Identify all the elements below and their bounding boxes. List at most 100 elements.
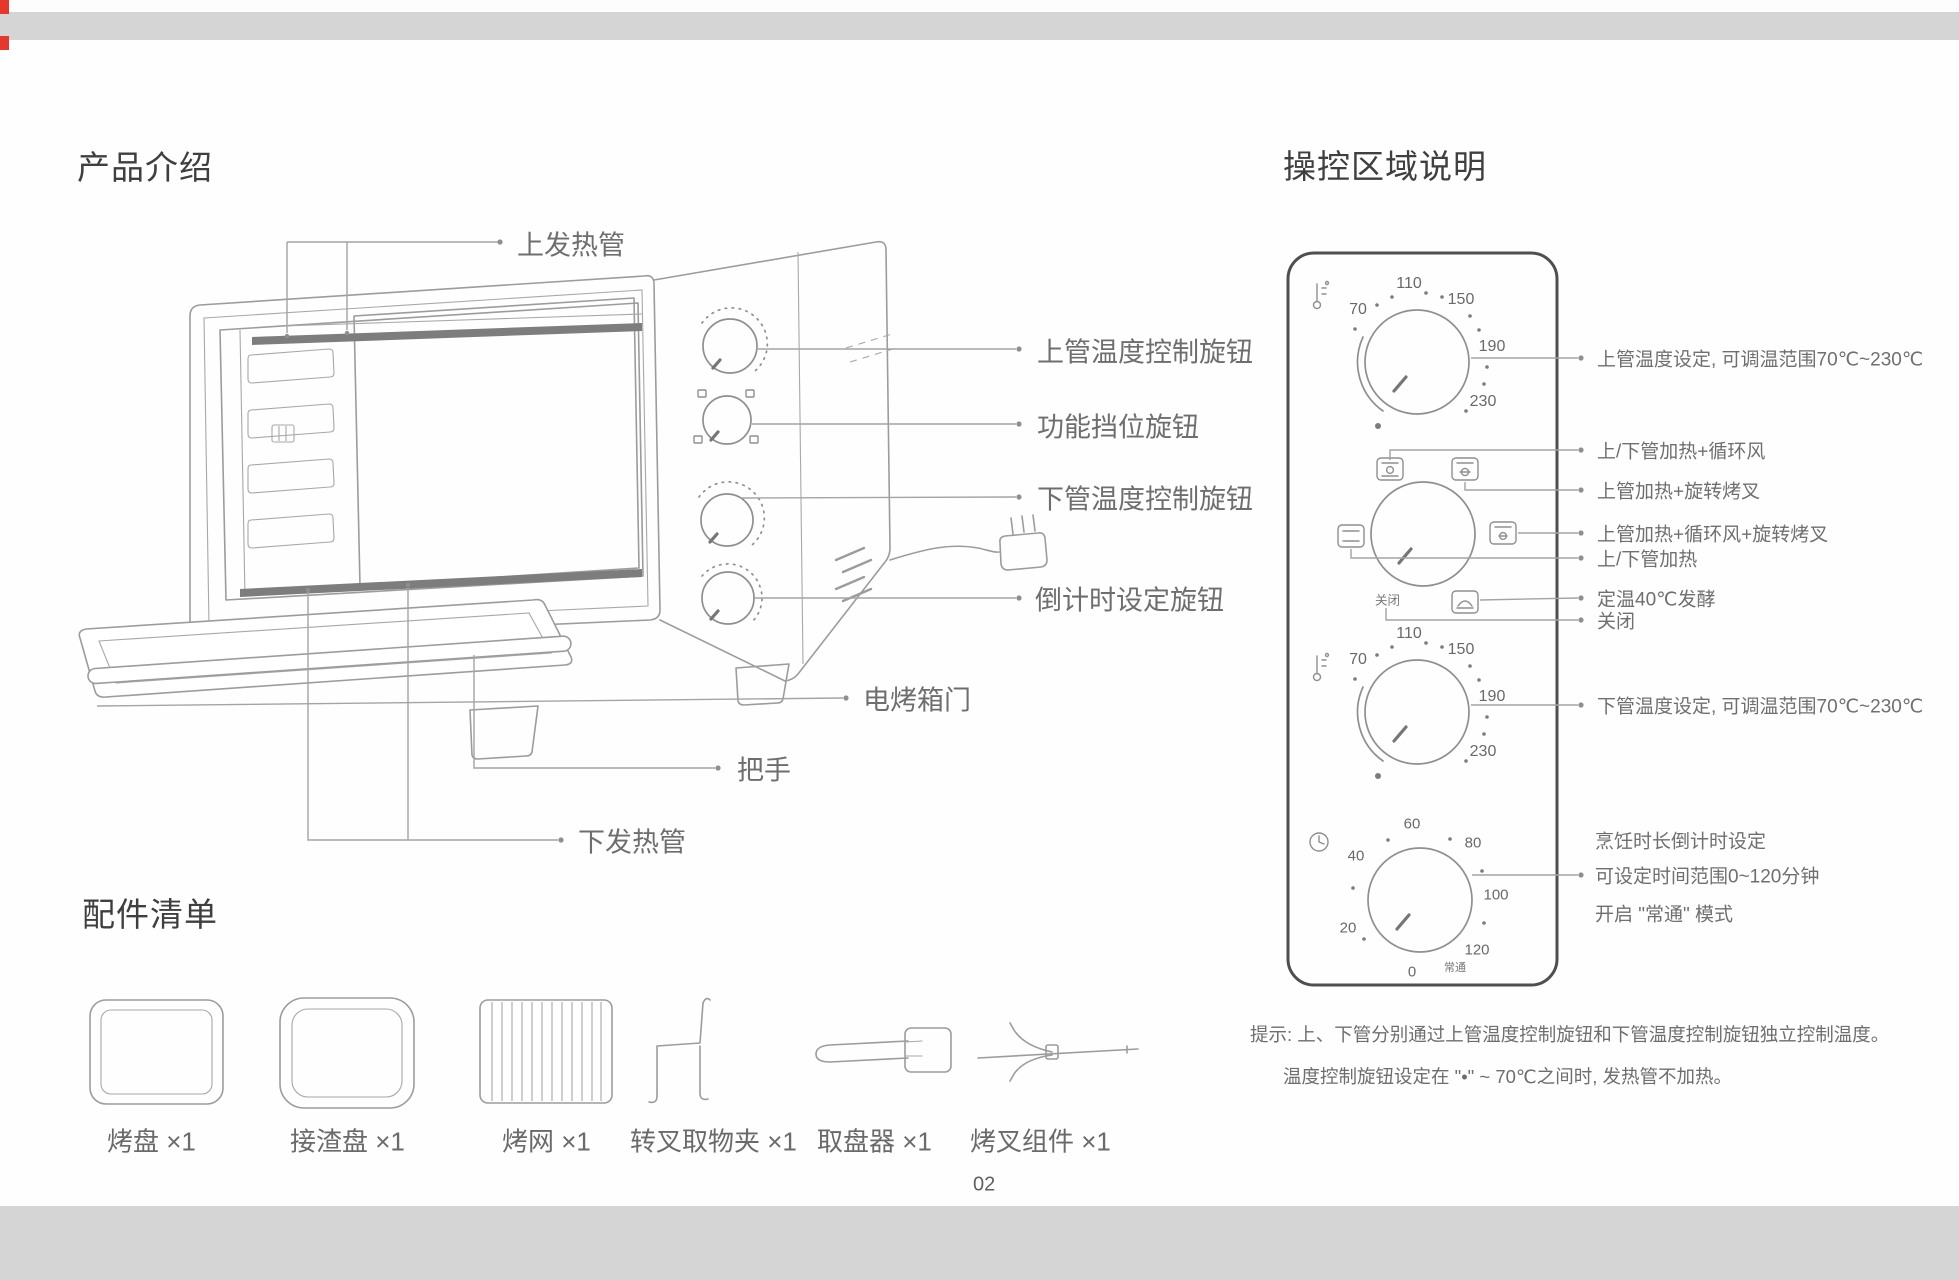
panel-timer-knob [1367, 847, 1473, 953]
cavity-latch-lines [278, 426, 287, 441]
oven-knob4-pointer [709, 609, 720, 621]
panel-knob1-dots [1353, 291, 1489, 413]
panel-upper-temp-knob [1364, 309, 1470, 415]
annotation-mode-fan-rotisserie: 上管加热+循环风+旋转烤叉 [1597, 524, 1829, 546]
oven-function-knob [702, 395, 752, 445]
knob1-scale-150: 150 [1447, 291, 1475, 308]
rack-slot [247, 403, 335, 439]
panel-knob3-off-dot [1375, 773, 1381, 779]
accessory-label-tray-retriever: 取盘器 ×1 [817, 1126, 932, 1157]
oven-lower-temp-knob [700, 493, 754, 547]
side-vents-lower [834, 546, 873, 603]
knob1-scale-70: 70 [1349, 301, 1367, 318]
knob3-scale-190: 190 [1478, 688, 1506, 705]
callout-lower-heating-tube: 下发热管 [578, 827, 686, 858]
mode-both-tubes-icon [1337, 524, 1365, 548]
annotation-mode-off: 关闭 [1597, 611, 1636, 633]
rack-slot [247, 513, 335, 549]
timer-scale-80: 80 [1464, 834, 1482, 852]
panel-knob1-off-dot [1375, 423, 1381, 429]
panel-knob1-pointer [1392, 375, 1408, 393]
timer-always-on-mark: 常通 [1444, 962, 1466, 974]
scan-artifact [0, 0, 9, 14]
panel-knob4-pointer [1395, 913, 1411, 931]
lower-heating-tube [240, 569, 642, 597]
panel-off-mark: 关闭 [1375, 593, 1401, 608]
knob3-scale-70: 70 [1349, 651, 1367, 668]
panel-knob3-dots [1353, 641, 1489, 763]
rack-slot [247, 458, 335, 494]
section-title-product-intro: 产品介绍 [77, 149, 213, 186]
plug-prongs [1010, 514, 1036, 535]
panel-knob3-pointer [1392, 725, 1408, 743]
knob3-scale-110: 110 [1396, 625, 1422, 642]
top-gray-band [0, 12, 1959, 40]
annotation-mode-fan: 上/下管加热+循环风 [1597, 441, 1766, 463]
panel-knob4-dots [1351, 837, 1486, 941]
callout-oven-door: 电烤箱门 [863, 685, 971, 716]
oven-diagram [78, 240, 1048, 760]
oven-cavity-opening [219, 302, 644, 601]
oven-knob1-scale [701, 307, 769, 372]
control-panel [1286, 251, 1584, 987]
callout-handle: 把手 [737, 755, 791, 786]
oven-side-outline [653, 240, 891, 682]
annotation-timer-2: 可设定时间范围0~120分钟 [1595, 866, 1820, 888]
power-plug [999, 532, 1048, 571]
upper-heating-tube [252, 323, 642, 345]
oven-side-crease [797, 251, 804, 665]
scan-artifact [0, 36, 9, 50]
annotation-upper-temp: 上管温度设定, 可调温范围70℃~230℃ [1597, 349, 1924, 371]
timer-scale-20: 20 [1339, 919, 1357, 937]
lower-thermometer-icon [1312, 652, 1330, 682]
clock-icon [1309, 832, 1329, 852]
knob3-scale-230: 230 [1469, 743, 1497, 760]
panel-callouts [1350, 355, 1584, 878]
power-cord [889, 545, 1000, 561]
mode-fan-rotisserie-icon [1489, 521, 1517, 545]
timer-scale-60: 60 [1403, 815, 1421, 833]
timer-scale-40: 40 [1347, 847, 1365, 865]
annotation-lower-temp: 下管温度设定, 可调温范围70℃~230℃ [1597, 696, 1924, 718]
oven-callouts [96, 239, 1022, 843]
mode-rotisserie-icon [1451, 457, 1479, 481]
cavity-left-wall [239, 329, 246, 598]
mode-fan-icon [1376, 457, 1404, 481]
annotation-mode-ferment: 定温40℃发酵 [1597, 589, 1716, 611]
oven-knob2-icons [693, 389, 759, 444]
rotisserie-handle-icon [648, 997, 711, 1104]
knob1-scale-190: 190 [1478, 338, 1506, 355]
callout-function-knob: 功能挡位旋钮 [1037, 412, 1199, 443]
accessories-art [89, 997, 1139, 1109]
grill-rack-icon [479, 999, 613, 1104]
oven-foot [469, 705, 539, 760]
panel-knob2-pointer [1397, 547, 1413, 565]
oven-upper-temp-knob [702, 318, 758, 374]
section-title-control-area: 操控区域说明 [1283, 148, 1487, 185]
footnote-line-1: 提示: 上、下管分别通过上管温度控制旋钮和下管温度控制旋钮独立控制温度。 [1250, 1024, 1890, 1045]
baking-tray-icon [89, 999, 224, 1105]
accessory-label-rotisserie-fork: 烤叉组件 ×1 [970, 1126, 1111, 1157]
upper-thermometer-icon [1312, 280, 1330, 310]
oven-knob1-pointer [711, 358, 722, 370]
section-title-accessories: 配件清单 [82, 896, 218, 933]
timer-scale-100: 100 [1483, 886, 1509, 904]
annotation-mode-rotisserie: 上管加热+旋转烤叉 [1597, 481, 1761, 503]
panel-knob3-arc [1356, 686, 1384, 762]
oven-knob3-scale [698, 481, 766, 546]
accessory-label-grill-rack: 烤网 ×1 [502, 1126, 591, 1157]
oven-foot [735, 663, 790, 706]
timer-scale-0: 0 [1407, 963, 1417, 981]
footnote-line-2: 温度控制旋钮设定在 "•" ~ 70℃之间时, 发热管不加热。 [1283, 1066, 1732, 1087]
mode-ferment-icon [1451, 590, 1479, 614]
timer-scale-120: 120 [1464, 941, 1490, 959]
accessory-label-rotisserie-handle: 转叉取物夹 ×1 [630, 1126, 797, 1157]
tray-retriever-icon [815, 1027, 952, 1073]
rack-slot [247, 348, 335, 384]
oven-timer-knob [701, 571, 755, 625]
oven-knob4-scale [701, 563, 763, 623]
accessory-label-crumb-tray: 接渣盘 ×1 [290, 1126, 405, 1157]
knob3-scale-150: 150 [1447, 641, 1475, 658]
annotation-timer-3: 开启 "常通" 模式 [1595, 904, 1734, 926]
